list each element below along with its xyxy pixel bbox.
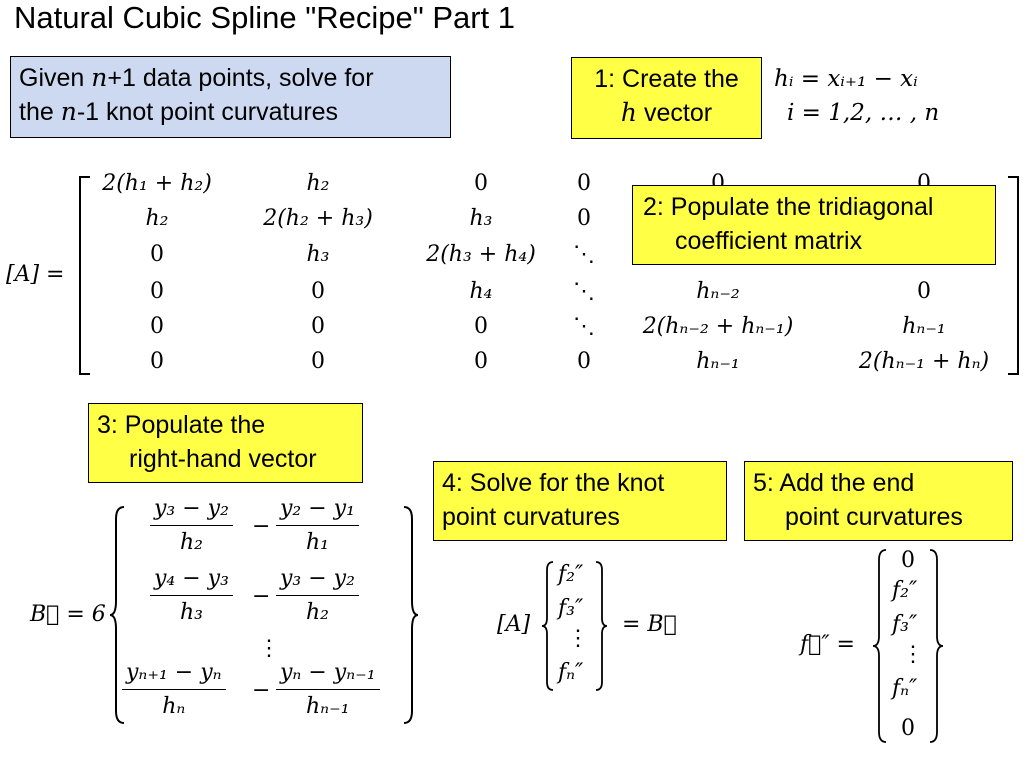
- matrix-lhs: [A] =: [6, 262, 65, 287]
- step1-box: 1: Create the h vector: [571, 57, 762, 139]
- step1-eq-line-2: i = 1,2, … , n: [787, 100, 940, 126]
- solve-left-brace: [541, 561, 554, 691]
- matrix-cell-r6-c3: 0: [474, 349, 488, 374]
- matrix-cell-r1-c3: 0: [474, 171, 488, 196]
- matrix-cell-r4-c4: ⋱: [573, 279, 595, 304]
- matrix-cell-r5-c1: 0: [150, 314, 164, 339]
- page-title: Natural Cubic Spline "Recipe" Part 1: [14, 0, 516, 35]
- solve-item-4: fₙ″: [558, 660, 584, 685]
- matrix-cell-r6-c5: hₙ₋₁: [696, 349, 740, 374]
- solve-lhs: [A]: [497, 612, 531, 637]
- matrix-cell-r4-c6: 0: [917, 279, 931, 304]
- step2-line-2: coefficient matrix: [675, 227, 863, 255]
- matrix-cell-r3-c3: 2(h₃ + h₄): [426, 242, 536, 267]
- fvec-item-6: 0: [901, 716, 915, 741]
- bvec-r3-frac2: yₙ − yₙ₋₁ hₙ₋₁: [276, 660, 380, 719]
- intro-line-1: Given n+1 data points, solve for: [19, 63, 374, 92]
- step3-line-1: 3: Populate the: [97, 411, 266, 439]
- step2-box: 2: Populate the tridiagonal coefficient …: [632, 185, 996, 265]
- matrix-cell-r4-c2: 0: [311, 279, 325, 304]
- bvec-left-brace: [109, 506, 125, 724]
- solve-item-3: ⋮: [567, 626, 589, 651]
- fvec-item-3: f₃″: [892, 612, 918, 637]
- matrix-left-bracket: [79, 176, 90, 375]
- bvec-r3-minus: −: [252, 678, 271, 703]
- step1-line-2: h vector: [620, 98, 713, 127]
- intro-line-2: the n-1 knot point curvatures: [19, 97, 339, 126]
- step3-line-2: right-hand vector: [129, 445, 317, 473]
- fvec-lhs: f⃗″ =: [800, 632, 855, 657]
- bvec-r2-minus: −: [252, 584, 271, 609]
- bvec-right-brace: [403, 506, 419, 724]
- step4-box: 4: Solve for the knot point curvatures: [433, 461, 727, 541]
- bvec-r1-frac2: y₂ − y₁ h₁: [276, 496, 359, 555]
- step5-line-2: point curvatures: [785, 503, 963, 531]
- bvec-r1-minus: −: [252, 514, 271, 539]
- step4-line-1: 4: Solve for the knot: [442, 469, 665, 497]
- step5-box: 5: Add the end point curvatures: [744, 461, 1013, 541]
- matrix-cell-r5-c4: ⋱: [573, 314, 595, 339]
- step1-eq-line-1: hᵢ = xᵢ₊₁ − xᵢ: [774, 66, 918, 92]
- step3-box: 3: Populate the right-hand vector: [88, 403, 363, 483]
- matrix-cell-r4-c3: h₄: [469, 279, 493, 304]
- matrix-cell-r4-c5: hₙ₋₂: [696, 279, 740, 304]
- intro-box: Given n+1 data points, solve for the n-1…: [10, 56, 451, 138]
- solve-right-brace: [595, 561, 608, 691]
- bvec-r2-frac1: y₄ − y₃ h₃: [150, 566, 233, 625]
- bvec-r1-frac1: y₃ − y₂ h₂: [150, 496, 233, 555]
- matrix-cell-r6-c6: 2(hₙ₋₁ + hₙ): [858, 349, 990, 374]
- fvec-item-1: 0: [901, 548, 915, 573]
- matrix-cell-r2-c2: 2(h₂ + h₃): [263, 206, 373, 231]
- matrix-cell-r3-c1: 0: [150, 242, 164, 267]
- matrix-cell-r5-c6: hₙ₋₁: [902, 314, 946, 339]
- matrix-cell-r5-c3: 0: [474, 314, 488, 339]
- matrix-cell-r2-c4: 0: [577, 206, 591, 231]
- bvec-r3-frac1: yₙ₊₁ − yₙ hₙ: [122, 660, 226, 719]
- solve-item-2: f₃″: [558, 596, 584, 621]
- fvec-item-5: fₙ″: [892, 676, 918, 701]
- bvec-vdots: ⋮: [258, 636, 280, 661]
- step2-line-1: 2: Populate the tridiagonal: [643, 193, 934, 221]
- matrix-cell-r2-c1: h₂: [145, 206, 169, 231]
- solve-rhs: = B⃗: [622, 612, 677, 637]
- matrix-cell-r6-c2: 0: [311, 349, 325, 374]
- matrix-cell-r3-c2: h₃: [306, 242, 330, 267]
- step4-line-2: point curvatures: [442, 503, 620, 531]
- matrix-cell-r3-c4: ⋱: [573, 242, 595, 267]
- solve-item-1: f₂″: [558, 562, 584, 587]
- bvec-r2-frac2: y₃ − y₂ h₂: [276, 566, 359, 625]
- matrix-cell-r1-c2: h₂: [306, 171, 330, 196]
- matrix-cell-r4-c1: 0: [150, 279, 164, 304]
- matrix-cell-r5-c2: 0: [311, 314, 325, 339]
- fvec-item-4: ⋮: [902, 642, 924, 667]
- matrix-cell-r5-c5: 2(hₙ₋₂ + hₙ₋₁): [642, 314, 794, 339]
- matrix-cell-r6-c1: 0: [150, 349, 164, 374]
- matrix-cell-r6-c4: 0: [577, 349, 591, 374]
- step5-line-1: 5: Add the end: [753, 469, 915, 497]
- step1-line-1: 1: Create the: [594, 65, 739, 93]
- matrix-cell-r1-c4: 0: [577, 171, 591, 196]
- matrix-right-bracket: [1008, 176, 1019, 375]
- matrix-cell-r1-c1: 2(h₁ + h₂): [102, 171, 212, 196]
- fvec-right-brace: [929, 549, 944, 743]
- fvec-left-brace: [872, 549, 887, 743]
- fvec-item-2: f₂″: [892, 578, 918, 603]
- matrix-cell-r2-c3: h₃: [469, 206, 493, 231]
- bvec-lhs: B⃗ = 6: [30, 602, 106, 627]
